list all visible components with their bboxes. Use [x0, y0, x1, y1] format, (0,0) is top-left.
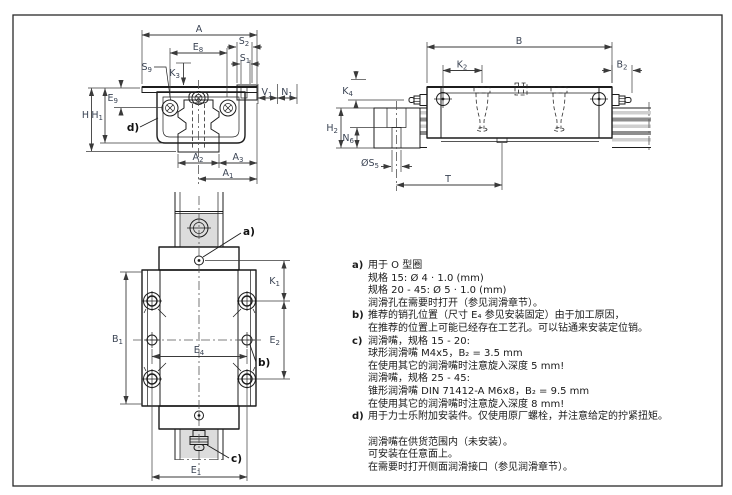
dim-label-E1: E1: [191, 465, 201, 477]
mounting-hole: [142, 291, 167, 318]
cap-port-top: [194, 255, 204, 266]
pin-hole: [239, 332, 255, 348]
dim-label-A1: A1: [223, 168, 234, 180]
mounting-hole: [142, 362, 167, 389]
dim-label-K1: K1: [269, 276, 280, 288]
dim-label-T: T: [444, 174, 451, 185]
dim-label-E4: E4: [194, 345, 205, 357]
dim-label-K2: K2: [457, 60, 468, 72]
front-section-view: A E8 S2 S1 S9 K3 V1 N1: [82, 24, 298, 184]
mounting-hole: [232, 362, 257, 389]
note-footer-line: 在需要时打开侧面润滑接口（参见润滑章节）。: [368, 461, 573, 473]
note-line: 锥形润滑嘴 DIN 71412-A M6x8，B₂ = 9.5 mm: [368, 385, 590, 397]
note-line: 规格 20 - 45: Ø 5 · 1.0 (mm): [368, 285, 507, 297]
note-line: 球形润滑嘴 M4x5，B₂ = 3.5 mm: [368, 348, 523, 360]
dim-label-A: A: [196, 24, 203, 35]
note-line: 规格 15: Ø 4 · 1.0 (mm): [368, 272, 484, 284]
dim-label-K3: K3: [169, 68, 180, 80]
note-line: b)推荐的销孔位置（尺寸 E₄ 参见安装固定）由于加工原因，: [352, 310, 625, 322]
note-footer-line: 可安装在任意面上。: [368, 449, 458, 461]
dim-label-B2: B2: [617, 60, 628, 72]
note-line: 在使用其它的润滑嘴时注意旋入深度 8 mm!: [368, 398, 565, 410]
callout-d: d): [127, 122, 139, 134]
note-line: 润滑嘴，规格 25 - 45:: [368, 373, 470, 385]
cap-port-bottom: [194, 410, 204, 421]
dim-label-B1: B1: [112, 334, 123, 346]
mounting-hole: [232, 291, 257, 318]
dim-label-E2: E2: [270, 335, 280, 347]
rail-profile-front: [177, 99, 220, 153]
grease-nipple-right: [611, 94, 632, 106]
callout-a: a): [243, 226, 255, 238]
note-line: 在推荐的位置上可能已经存在工艺孔。可以钻通来安装定位销。: [368, 322, 648, 334]
dim-label-A2: A2: [193, 152, 204, 164]
dim-label-A3: A3: [233, 152, 244, 164]
dim-label-S9: S9: [142, 62, 153, 74]
lube-port-left: [434, 90, 452, 108]
note-line: 润滑孔在需要时打开（参见润滑章节）。: [368, 297, 543, 309]
page-border: [12, 14, 723, 487]
hidden-screw-holes: [473, 82, 568, 132]
rail-top-lower: [174, 429, 224, 460]
note-line: a)用于 O 型圈: [352, 260, 423, 271]
grease-port-block: [236, 84, 258, 101]
pin-hole: [144, 332, 160, 348]
lube-port-right: [590, 90, 608, 108]
dim-label-B: B: [516, 36, 523, 47]
note-line: c)润滑嘴，规格 15 - 20:: [352, 335, 470, 347]
rail-section-cut: [373, 101, 421, 191]
callout-b: b): [258, 357, 270, 369]
callout-c: c): [231, 453, 242, 465]
rail-side-left: [420, 107, 427, 148]
dim-label-S2: S2: [239, 36, 250, 48]
dim-label-S1: S1: [240, 53, 251, 65]
note-footer-line: 润滑嘴在供货范围内（未安装）。: [368, 436, 513, 448]
dim-label-E8: E8: [193, 42, 203, 54]
carriage-body-side: [426, 86, 613, 139]
note-line: 在使用其它的润滑嘴时注意旋入深度 5 mm!: [368, 360, 565, 372]
dim-label-H1: H1: [91, 110, 103, 122]
carriage-body-front: [156, 91, 246, 144]
dim-label-N1: N1: [281, 87, 293, 99]
rail-side-right: [612, 102, 651, 153]
note-line: d)用于力士乐附加安装件。仅使用原厂螺栓，并注意给定的拧紧扭矩。: [352, 411, 668, 423]
side-view: B K2 B2 K4 H2 N6 ØS5 T: [326, 36, 651, 191]
dim-label-V1: V1: [262, 87, 273, 99]
top-view: a) b) c) K1 E2 E4 B1 E1: [112, 192, 290, 481]
dim-label-K4: K4: [342, 86, 353, 98]
right-screw: [219, 99, 237, 117]
notes-panel: a)用于 O 型圈 规格 15: Ø 4 · 1.0 (mm) 规格 20 - …: [352, 260, 720, 475]
dim-label-H: H: [82, 110, 89, 121]
left-screw: [161, 99, 179, 117]
grease-nipple-left: [408, 94, 428, 106]
dim-label-N6: N6: [342, 133, 354, 145]
dim-label-S5: ØS5: [361, 158, 379, 170]
dim-label-E9: E9: [108, 93, 118, 105]
dim-label-H2: H2: [326, 123, 338, 135]
